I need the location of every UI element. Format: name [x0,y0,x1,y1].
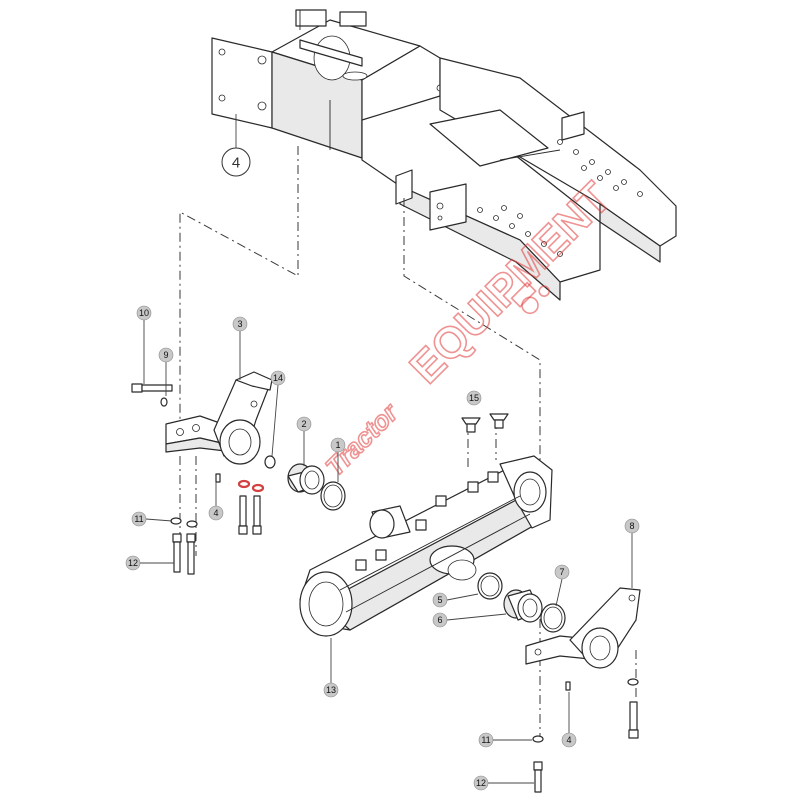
callout-6-label: 6 [437,615,442,625]
callout-1: 1 [330,437,346,482]
right-rail-holes [557,139,643,197]
callout-12-left: 12 [125,555,174,571]
callout-4-left: 4 [208,482,224,521]
callout-9: 9 [158,347,174,396]
right-bolts [532,678,639,793]
callout-11-right: 11 [478,732,532,748]
bushing-6 [503,589,543,623]
pivot-bracket-right [525,587,641,669]
bolt-10 [131,383,173,393]
callout-13-label: 13 [326,685,336,695]
tractor-frame [211,9,677,301]
callout-2-label: 2 [301,419,306,429]
callout-11-left: 11 [131,511,173,527]
ring-7 [540,603,566,633]
callout-12-left-label: 12 [128,558,138,568]
callout-4-left-label: 4 [213,508,218,518]
callout-1-label: 1 [335,440,340,450]
callout-7: 7 [554,564,570,607]
callout-2: 2 [296,416,312,466]
callout-4-right-label: 4 [566,735,571,745]
callout-5-label: 5 [437,595,442,605]
washer-9 [160,397,168,407]
left-rail-holes [477,205,563,257]
ring-1 [320,481,346,511]
bushing-2 [287,463,325,495]
callout-12-right: 12 [473,775,534,791]
callout-11-left-label: 11 [134,514,143,524]
callout-9-label: 9 [163,350,168,360]
callout-14-label: 14 [273,373,283,383]
axle-housing [299,455,553,637]
callout-8: 8 [624,518,640,588]
callout-8-label: 8 [629,521,634,531]
watermark-prefix: Tractor [319,396,405,482]
callout-4-right: 4 [561,692,577,748]
callout-10-label: 10 [139,308,149,318]
callout-15-label: 15 [469,393,479,403]
callout-6: 6 [432,612,507,628]
callout-3-label: 3 [237,319,242,329]
callout-10: 10 [136,305,152,384]
alignment-lines [179,146,637,740]
tractor-logo-icon [510,281,550,315]
callout-3: 3 [232,316,248,380]
left-bolts [170,473,265,575]
assembly-callout: 4 [221,114,251,177]
callout-5: 5 [432,592,479,608]
callout-13: 13 [323,638,339,698]
plugs-15 [461,413,509,433]
callout-12-right-label: 12 [476,778,486,788]
callout-11-right-label: 11 [481,735,490,745]
ring-5 [477,572,503,600]
callout-14: 14 [270,370,286,457]
callout-7-label: 7 [559,567,564,577]
assembly-label: 4 [232,155,240,172]
oring-14 [264,455,276,469]
callout-15: 15 [466,390,482,406]
pivot-bracket-left [165,371,273,465]
